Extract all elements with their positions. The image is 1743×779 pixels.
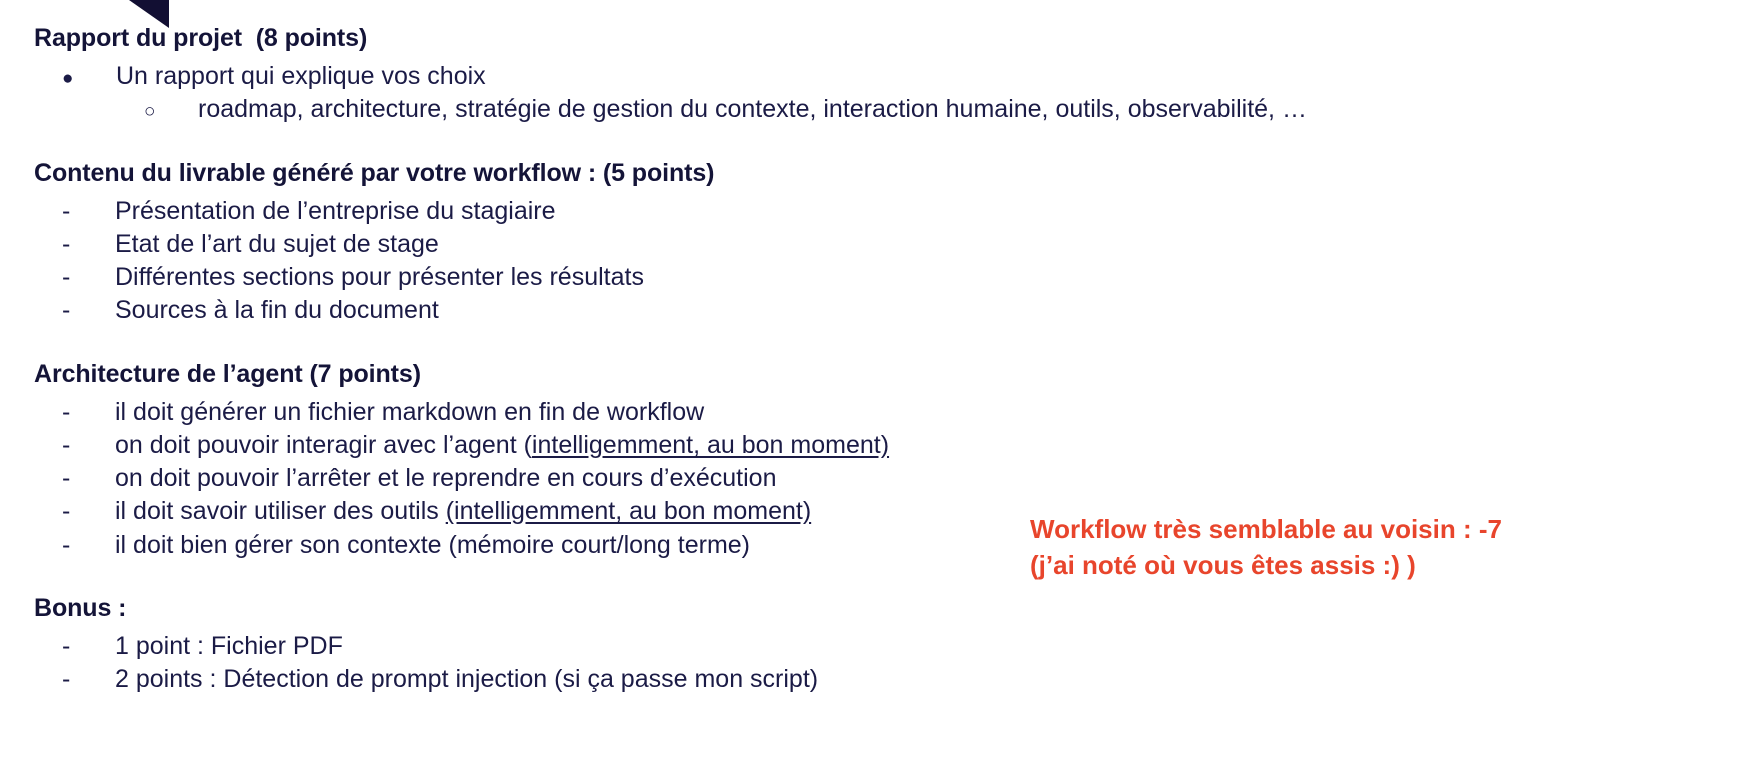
bullet-item-label: Présentation de l’entreprise du stagiair… bbox=[115, 195, 556, 228]
bullet-item-label: 1 point : Fichier PDF bbox=[115, 630, 343, 663]
section-bullet-list: - Présentation de l’entreprise du stagiai… bbox=[34, 195, 1154, 328]
bullet-item-text: Etat de l’art du sujet de stage bbox=[115, 229, 439, 258]
bullet-item-label: il doit savoir utiliser des outils (inte… bbox=[115, 495, 811, 528]
slide-section: Contenu du livrable généré par votre wor… bbox=[34, 157, 1154, 328]
section-heading: Rapport du projet (8 points) bbox=[34, 24, 368, 52]
slide-content: Rapport du projet (8 points) ● Un rapport … bbox=[34, 22, 1307, 697]
section-heading: Contenu du livrable généré par votre wor… bbox=[34, 158, 715, 187]
bullet-item-label: Etat de l’art du sujet de stage bbox=[115, 228, 439, 261]
bullet-item-text: 1 point : Fichier PDF bbox=[115, 631, 343, 660]
bullet-item: - on doit pouvoir interagir avec l’agent … bbox=[34, 429, 1154, 462]
dash-bullet-icon: - bbox=[62, 530, 71, 559]
dash-bullet-icon: - bbox=[62, 497, 71, 526]
bullet-item-label: on doit pouvoir interagir avec l’agent (… bbox=[115, 429, 889, 462]
bullet-item-label: Différentes sections pour présenter les … bbox=[115, 261, 644, 294]
bullet-item: - il doit bien gérer son contexte (mémoir… bbox=[34, 529, 1154, 562]
hollow-bullet-icon: ○ bbox=[144, 101, 156, 123]
bullet-item-label: roadmap, architecture, stratégie de gest… bbox=[198, 93, 1307, 126]
dash-bullet-icon: - bbox=[62, 631, 71, 660]
dash-bullet-icon: - bbox=[62, 464, 71, 492]
bullet-item: - Différentes sections pour présenter les… bbox=[34, 261, 1154, 294]
bullet-item-label: il doit générer un fichier markdown en f… bbox=[115, 396, 704, 429]
filled-bullet-icon: ● bbox=[62, 68, 74, 89]
bullet-item-text: il doit savoir utiliser des outils bbox=[115, 497, 446, 526]
bullet-item: - on doit pouvoir l’arrêter et le reprend… bbox=[34, 462, 1154, 495]
bullet-item-label: 2 points : Détection de prompt injection… bbox=[115, 663, 818, 696]
dash-bullet-icon: - bbox=[62, 430, 71, 459]
slide-section: Bonus : - 1 point : Fichier PDF - 2 points :… bbox=[34, 592, 1154, 697]
annotation-line: Workflow très semblable au voisin : -7 bbox=[1030, 513, 1502, 544]
bullet-item: - 2 points : Détection de prompt injectio… bbox=[34, 663, 1154, 696]
bullet-item: ○ roadmap, architecture, stratégie de ges… bbox=[34, 93, 1307, 126]
section-bullet-list: - il doit générer un fichier markdown en … bbox=[34, 396, 1154, 562]
bullet-item-label: Un rapport qui explique vos choix bbox=[116, 60, 486, 93]
dash-bullet-icon: - bbox=[62, 665, 71, 693]
underlined-emphasis-text: (intelligemment, au bon moment) bbox=[445, 497, 812, 526]
bullet-item-label: on doit pouvoir l’arrêter et le reprendr… bbox=[115, 462, 777, 495]
section-heading: Architecture de l’agent (7 points) bbox=[34, 359, 421, 388]
red-annotation-note: Workflow très semblable au voisin : -7 (j… bbox=[1030, 404, 1630, 583]
bullet-item: - il doit savoir utiliser des outils (int… bbox=[34, 495, 1154, 528]
dash-bullet-icon: - bbox=[62, 263, 71, 291]
bullet-item-text: Sources à la fin du document bbox=[115, 296, 439, 325]
bullet-item: ● Un rapport qui explique vos choix bbox=[34, 60, 1154, 93]
bullet-item: - Etat de l’art du sujet de stage bbox=[34, 228, 1154, 261]
bullet-item-label: il doit bien gérer son contexte (mémoire… bbox=[115, 529, 750, 562]
bullet-item-text: 2 points : Détection de prompt injection… bbox=[115, 665, 819, 693]
slide-section: Rapport du projet (8 points) ● Un rapport … bbox=[34, 22, 1307, 127]
bullet-item: - il doit générer un fichier markdown en … bbox=[34, 396, 1154, 429]
bullet-item-text: on doit pouvoir l’arrêter et le reprendr… bbox=[115, 464, 777, 492]
bullet-item-text: Différentes sections pour présenter les … bbox=[115, 263, 644, 291]
dash-bullet-icon: - bbox=[62, 229, 71, 258]
bullet-item-text: Présentation de l’entreprise du stagiair… bbox=[115, 196, 556, 225]
bullet-item: - 1 point : Fichier PDF bbox=[34, 630, 1154, 663]
section-bullet-list: - 1 point : Fichier PDF - 2 points : Détect… bbox=[34, 630, 1154, 697]
bullet-item-text: il doit générer un fichier markdown en f… bbox=[115, 397, 705, 426]
bullet-item-text: il doit bien gérer son contexte (mémoire… bbox=[115, 530, 751, 559]
slide-section: Architecture de l’agent (7 points) - il do… bbox=[34, 358, 1154, 562]
underlined-emphasis-text: intelligemment, au bon moment) bbox=[531, 430, 890, 459]
bullet-item-text: on doit pouvoir interagir avec l’agent ( bbox=[115, 430, 532, 459]
dash-bullet-icon: - bbox=[62, 397, 71, 426]
bullet-item-text: Un rapport qui explique vos choix bbox=[116, 62, 486, 90]
bullet-item: - Sources à la fin du document bbox=[34, 294, 1154, 327]
bullet-item-text: roadmap, architecture, stratégie de gest… bbox=[198, 95, 1307, 124]
dash-bullet-icon: - bbox=[62, 296, 71, 325]
section-bullet-list: ● Un rapport qui explique vos choix ○ roadm… bbox=[34, 60, 1307, 127]
bullet-item-label: Sources à la fin du document bbox=[115, 294, 439, 327]
section-heading: Bonus : bbox=[34, 593, 127, 622]
annotation-line: (j’ai noté où vous êtes assis :) ) bbox=[1030, 549, 1416, 580]
dash-bullet-icon: - bbox=[62, 196, 71, 225]
bullet-item: - Présentation de l’entreprise du stagiai… bbox=[34, 195, 1154, 228]
